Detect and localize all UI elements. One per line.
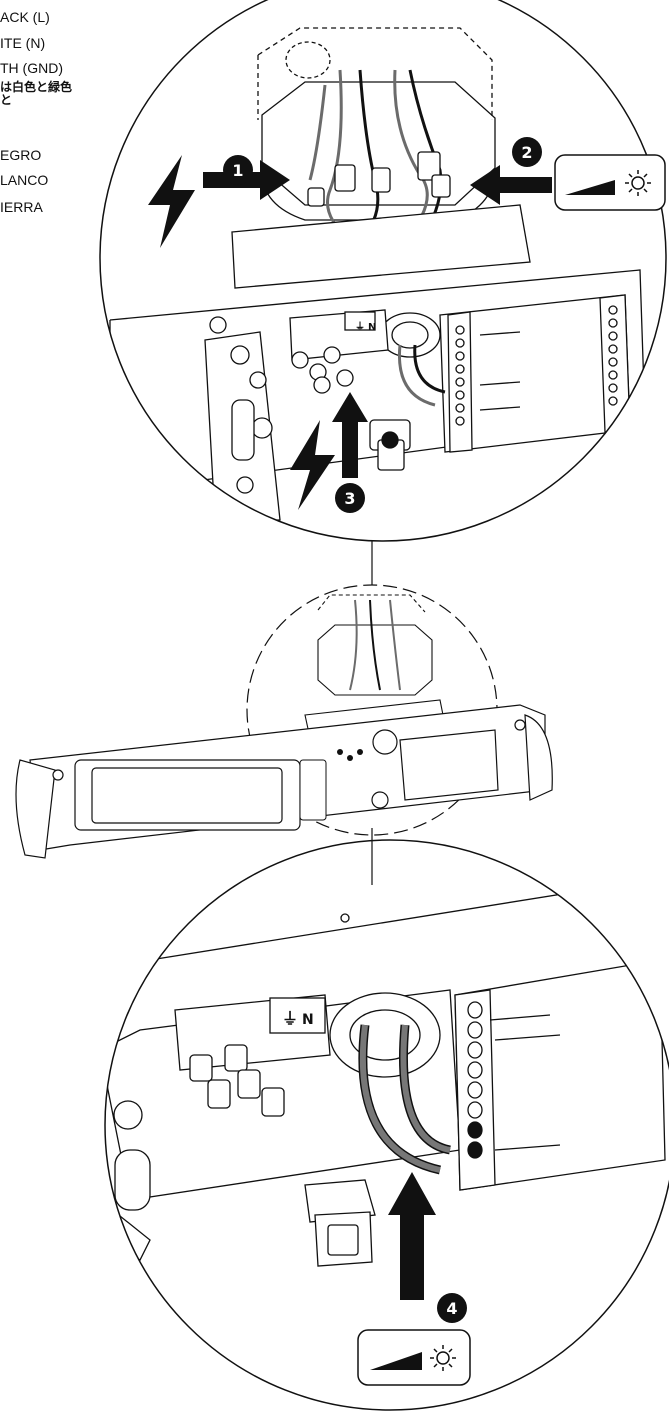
lightning-icon bbox=[148, 155, 195, 248]
bottom-detail-circle bbox=[104, 839, 669, 1411]
step-3-load-arrow: 3 bbox=[290, 392, 368, 513]
legend-black-l: ACK (L) bbox=[0, 9, 50, 25]
conduit-fitting bbox=[369, 419, 411, 471]
terminal-n-label-bottom: N bbox=[302, 1012, 314, 1028]
terminal-block-bottom bbox=[174, 994, 331, 1117]
legend-earth-gnd: TH (GND) bbox=[0, 60, 63, 76]
driver-terminal-block bbox=[439, 294, 631, 453]
step-3-badge: 3 bbox=[344, 489, 355, 508]
ground-symbol-bottom: ⏚ bbox=[282, 1009, 298, 1028]
driver-panel-bottom bbox=[454, 959, 666, 1191]
input-terminal-block bbox=[289, 309, 389, 394]
ground-symbol: ⏚ bbox=[355, 321, 365, 333]
legend-japanese-note: は白色と緑色 と bbox=[0, 81, 130, 107]
wire-connectors bbox=[307, 151, 451, 207]
cable-grommet bbox=[379, 312, 446, 407]
legend-tierra: IERRA bbox=[0, 199, 43, 215]
step-4-dimmer-arrow: 4 bbox=[357, 1172, 471, 1386]
light-burst-icon-2 bbox=[430, 1345, 456, 1371]
dimmer-ramp-icon bbox=[565, 180, 615, 195]
legend-blanco: LANCO bbox=[0, 172, 49, 188]
top-detail-view: ⏚ N 1 bbox=[99, 0, 667, 542]
top-detail-circle bbox=[99, 0, 667, 542]
step-2-dimmer-arrow: 2 bbox=[470, 137, 666, 211]
fixture-overview bbox=[15, 584, 553, 859]
light-burst-icon bbox=[625, 170, 651, 196]
lightning-icon-2 bbox=[290, 420, 335, 510]
step-2-badge: 2 bbox=[521, 143, 532, 162]
step-1-badge: 1 bbox=[232, 161, 243, 180]
grommet-bottom bbox=[329, 992, 452, 1175]
dimmer-ramp-icon-2 bbox=[370, 1352, 422, 1370]
step-1-mains-arrow: 1 bbox=[148, 155, 290, 248]
legend-negro: EGRO bbox=[0, 147, 42, 163]
housing-end bbox=[204, 316, 281, 521]
terminal-n-label: N bbox=[368, 322, 376, 333]
conduit-fitting-bottom bbox=[304, 1179, 376, 1267]
bottom-detail-view: ⏚ N bbox=[104, 839, 669, 1411]
legend-japanese-text: は白色と緑色 と bbox=[0, 80, 73, 107]
legend-white-n: ITE (N) bbox=[0, 35, 46, 51]
step-4-badge: 4 bbox=[446, 1299, 457, 1318]
